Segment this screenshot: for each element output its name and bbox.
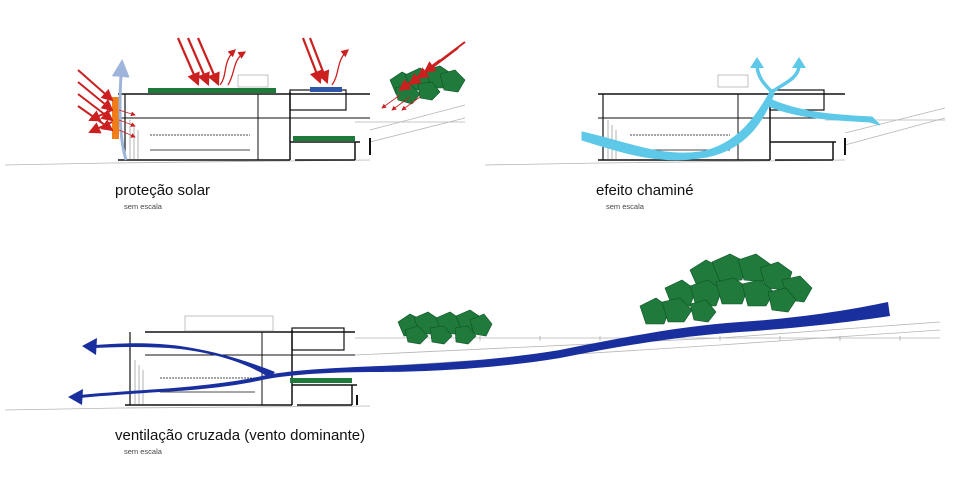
green-roof-upper xyxy=(148,88,276,93)
sun-rays-left xyxy=(77,69,114,134)
green-roof-lower xyxy=(293,136,355,141)
cross-ventilation-section xyxy=(4,253,941,411)
panel-subtitle-solar: sem escala xyxy=(124,202,162,211)
chimney-effect-section xyxy=(484,57,946,166)
blue-roof-panel xyxy=(310,87,342,92)
heat-rays-through xyxy=(118,109,136,138)
wind-arrowhead-lower xyxy=(68,389,83,405)
solar-protection-section xyxy=(4,37,466,166)
sun-rays-trees xyxy=(398,41,466,92)
sun-rays-roof xyxy=(176,37,330,87)
panel-title-chimney: efeito chaminé xyxy=(596,182,694,199)
terrain-lines xyxy=(4,104,466,166)
panel-subtitle-ventilation: sem escala xyxy=(124,447,162,456)
cross-air-flow xyxy=(767,99,881,126)
green-roof-lower xyxy=(290,378,352,383)
building-section xyxy=(118,74,371,161)
filtered-rays xyxy=(381,94,421,111)
building-section xyxy=(125,315,358,406)
panel-subtitle-chimney: sem escala xyxy=(606,202,644,211)
exhaust-arrowhead-left xyxy=(750,57,764,68)
dominant-wind-main xyxy=(80,302,890,398)
reflected-rays xyxy=(219,49,349,86)
panel-title-solar: proteção solar xyxy=(115,182,211,199)
wind-arrowhead-upper xyxy=(82,338,97,355)
panel-title-ventilation: ventilação cruzada (vento dominante) xyxy=(115,427,366,444)
terrain-ticks xyxy=(419,336,901,341)
dominant-wind-upper-branch xyxy=(95,343,275,378)
rising-air-arrow xyxy=(111,59,130,161)
hot-air-exhaust xyxy=(755,64,801,94)
terrain-lines xyxy=(484,107,946,166)
shading-panel xyxy=(112,97,119,139)
building-section xyxy=(598,74,846,161)
tree-canopy-medium xyxy=(397,309,493,345)
cool-air-inflow xyxy=(581,91,775,161)
tree-canopy-large xyxy=(639,253,813,325)
exhaust-arrowhead-right xyxy=(792,57,806,68)
